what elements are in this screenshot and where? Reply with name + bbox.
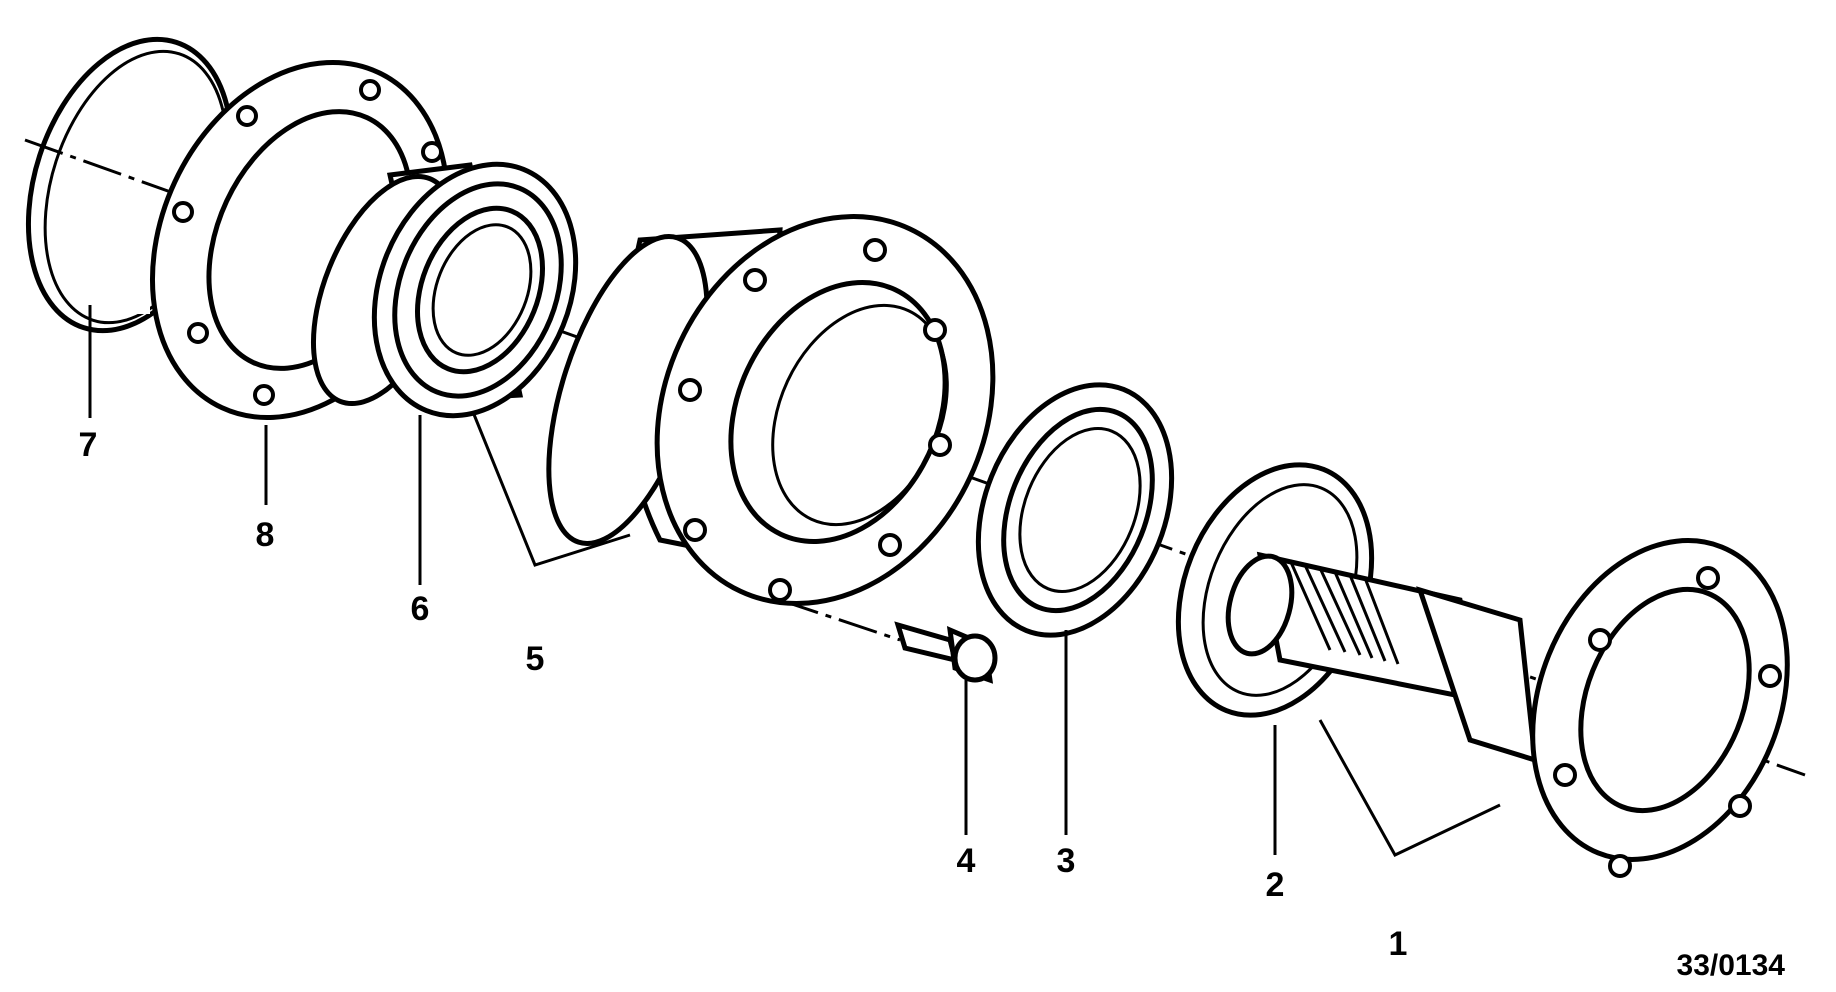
bolt-hole [683, 518, 707, 542]
bolt-hole [421, 141, 443, 163]
bolt-hole [1553, 763, 1577, 787]
bolt-hole [743, 268, 767, 292]
part-6-bearing [310, 161, 579, 419]
bolt-hole [253, 384, 275, 406]
part-4-bolt [894, 621, 998, 684]
bolt-hole [1758, 664, 1782, 688]
callout-6: 6 [411, 590, 430, 628]
bolt-hole [923, 318, 947, 342]
callout-4: 4 [957, 842, 976, 880]
bolt-hole [187, 322, 209, 344]
bolt-hole [359, 79, 381, 101]
bolt-hole [678, 378, 702, 402]
bolt-hole [1608, 854, 1632, 878]
bolt-hole [236, 105, 258, 127]
bolt-hole [768, 578, 792, 602]
bolt-hole [1588, 628, 1612, 652]
callout-8: 8 [256, 516, 275, 554]
callout-2: 2 [1266, 866, 1285, 904]
callout-7: 7 [79, 426, 98, 464]
callout-5: 5 [526, 640, 545, 678]
bolt-hole [1696, 566, 1720, 590]
bolt-hole [928, 433, 952, 457]
callout-1: 1 [1389, 925, 1408, 963]
leader-lines [88, 305, 1501, 857]
callout-labels: 7 8 6 5 4 3 2 1 [79, 426, 1408, 963]
part-1-flange-shaft [1225, 538, 1790, 878]
part-3-seal [975, 382, 1175, 638]
reference-code: 33/0134 [1677, 949, 1786, 982]
bolt-hole [878, 533, 902, 557]
part-5-hub-housing [546, 214, 996, 606]
bolt-hole [1728, 794, 1752, 818]
bolt-hole [863, 238, 887, 262]
callout-3: 3 [1057, 842, 1076, 880]
bolt-hole [172, 201, 194, 223]
